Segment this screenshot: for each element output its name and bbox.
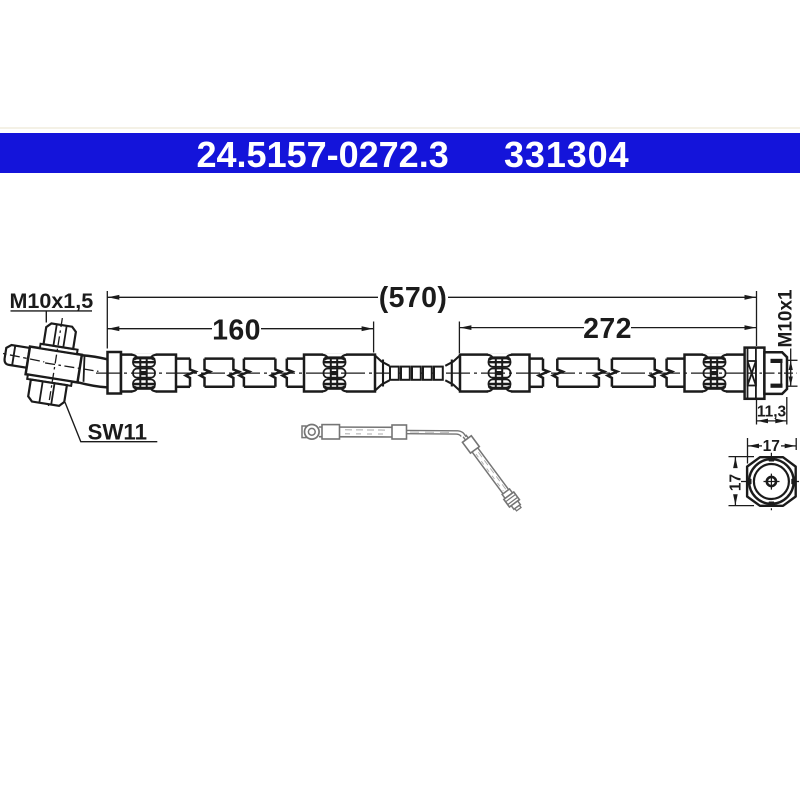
svg-text:160: 160: [212, 314, 261, 346]
svg-text:17: 17: [763, 438, 780, 455]
svg-text:11,3: 11,3: [757, 403, 787, 420]
svg-text:17: 17: [727, 474, 744, 491]
svg-text:M10x1: M10x1: [776, 289, 797, 348]
svg-text:(570): (570): [379, 282, 448, 314]
svg-text:SW11: SW11: [88, 420, 148, 445]
svg-text:272: 272: [583, 313, 632, 345]
svg-text:M10x1,5: M10x1,5: [10, 289, 94, 313]
